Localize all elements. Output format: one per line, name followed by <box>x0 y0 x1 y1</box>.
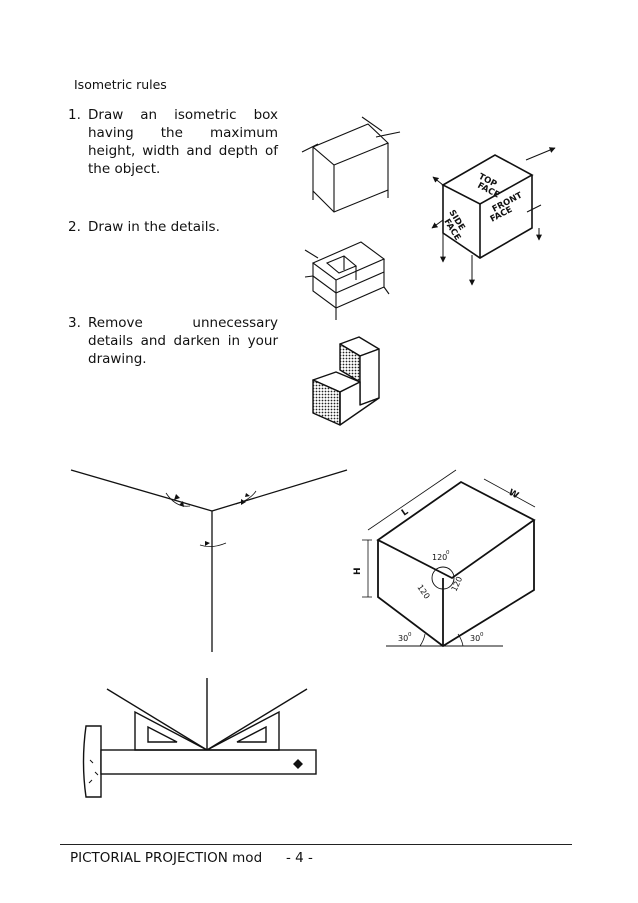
degree-mark: 0 <box>408 632 412 638</box>
step-number: 2. <box>68 219 81 235</box>
step-text: Draw in the details. <box>88 219 220 235</box>
t-square-set-squares-figure <box>82 678 317 798</box>
step-text: Remove unnecessary details and darken in… <box>88 315 278 367</box>
step-number: 3. <box>68 315 81 331</box>
isometric-box-figure <box>301 116 401 213</box>
step-text: Draw an isometric box having the maximum… <box>88 107 278 177</box>
rule-step-3: 3. Remove unnecessary details and darken… <box>68 314 278 368</box>
footer-title: PICTORIAL PROJECTION mod <box>70 850 263 866</box>
labelled-faces-box-figure <box>431 147 556 286</box>
height-dimension-label: H <box>353 567 363 575</box>
degree-mark: 0 <box>480 632 484 638</box>
finished-step-block-figure <box>312 336 380 426</box>
angle-label-30: 30 <box>398 634 408 643</box>
angle-label-120: 120 <box>415 583 431 601</box>
isometric-axes-figure <box>70 469 348 652</box>
step-number: 1. <box>68 107 81 123</box>
section-heading: Isometric rules <box>74 77 167 92</box>
dimensioned-isometric-box-figure <box>362 469 536 648</box>
degree-mark: 0 <box>446 550 450 556</box>
angle-label-120: 120 <box>432 553 447 562</box>
angle-label-30: 30 <box>470 634 480 643</box>
width-dimension-label: W <box>507 488 521 502</box>
detail-box-figure <box>304 241 390 320</box>
length-dimension-label: L <box>400 507 411 519</box>
rule-step-2: 2. Draw in the details. <box>68 218 278 236</box>
footer-rule <box>60 844 572 845</box>
rule-step-1: 1. Draw an isometric box having the maxi… <box>68 106 278 178</box>
page-number: - 4 - <box>286 850 313 866</box>
